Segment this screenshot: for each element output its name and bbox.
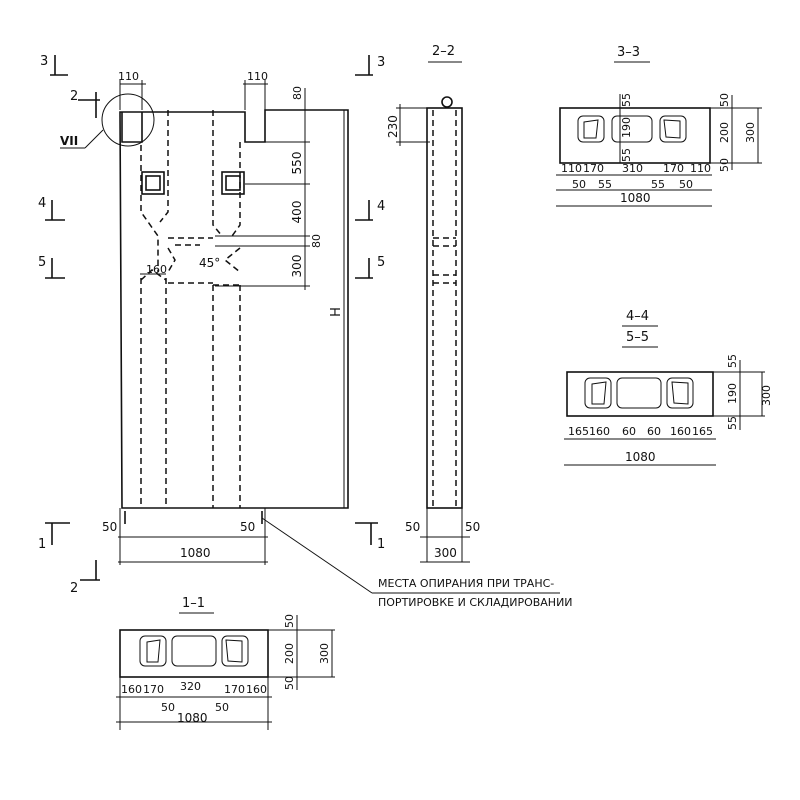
detail-ref-label: VII <box>60 134 78 148</box>
s11-v300: 300 <box>318 643 331 664</box>
s11-v200: 200 <box>283 643 296 664</box>
lifting-loop-side <box>441 96 453 108</box>
detail-circle <box>101 93 155 147</box>
s33-h55-2: 55 <box>651 178 665 191</box>
section-4-4-title: 4–4 <box>626 309 649 324</box>
dim-80-mid: 80 <box>310 234 323 248</box>
cut-marks: 3 3 2 4 4 5 5 1 1 2 <box>38 54 385 596</box>
side-dim-50-right: 50 <box>465 520 480 534</box>
s45-h160-right: 160 <box>670 425 691 438</box>
lifting-loop-right <box>221 171 245 195</box>
s11-v50-bottom: 50 <box>283 676 296 690</box>
dim-80-top: 80 <box>291 86 304 100</box>
s33-h110-left: 110 <box>561 162 582 175</box>
s11-h50-left: 50 <box>161 701 175 714</box>
cut-1-right: 1 <box>377 537 385 552</box>
s33-v200: 200 <box>718 122 731 143</box>
section-3-3: 3–3 55 190 55 50 200 50 300 110 170 310 … <box>556 45 762 207</box>
s33-v50-top: 50 <box>718 93 731 107</box>
s33-h50-1: 50 <box>572 178 586 191</box>
s33-h1080: 1080 <box>620 191 651 205</box>
s11-h320: 320 <box>180 680 201 693</box>
side-dim-50-left: 50 <box>405 520 420 534</box>
front-view: 110 110 80 550 400 80 300 H 45° 160 50 5… <box>60 70 573 609</box>
cut-5-right: 5 <box>377 255 385 270</box>
cut-5-left: 5 <box>38 255 46 270</box>
cut-4-left: 4 <box>38 196 46 211</box>
section-3-3-title: 3–3 <box>617 45 640 60</box>
s33-v300: 300 <box>744 122 757 143</box>
s45-v190: 190 <box>726 383 739 404</box>
section-2-2-title: 2–2 <box>432 44 455 59</box>
section-2-2: 2–2 230 50 50 300 <box>386 44 480 563</box>
section-1-1-title: 1–1 <box>182 596 205 611</box>
s33-h50-2: 50 <box>679 178 693 191</box>
side-dim-300: 300 <box>434 546 457 560</box>
s33-v190: 190 <box>620 117 633 138</box>
s11-v50-top: 50 <box>283 614 296 628</box>
s45-h60-left: 60 <box>622 425 636 438</box>
s11-h1080: 1080 <box>177 711 208 725</box>
cut-2-top: 2 <box>70 89 78 104</box>
s33-h170-left: 170 <box>583 162 604 175</box>
cut-1-left: 1 <box>38 537 46 552</box>
dim-width-1080: 1080 <box>180 546 211 560</box>
s11-h170-left: 170 <box>143 683 164 696</box>
lifting-loop-left <box>141 171 165 195</box>
cut-2-bottom: 2 <box>70 581 78 596</box>
s45-h165-right: 165 <box>692 425 713 438</box>
s45-h160-left: 160 <box>589 425 610 438</box>
dim-bottom-50-left: 50 <box>102 520 117 534</box>
s33-h110-right: 110 <box>690 162 711 175</box>
s45-v55-top: 55 <box>726 354 739 368</box>
s33-h55-1: 55 <box>598 178 612 191</box>
section-4-4-5-5: 4–4 5–5 55 190 55 300 165 160 60 60 160 … <box>564 309 773 466</box>
s45-h1080: 1080 <box>625 450 656 464</box>
cut-3-left: 3 <box>40 54 48 69</box>
cut-3-right: 3 <box>377 55 385 70</box>
s33-v55-bottom: 55 <box>620 148 633 162</box>
s33-v55-top: 55 <box>620 93 633 107</box>
s33-h170-right: 170 <box>663 162 684 175</box>
dim-550: 550 <box>290 152 304 175</box>
s45-h60-right: 60 <box>647 425 661 438</box>
s11-h50-right: 50 <box>215 701 229 714</box>
s11-h160-left: 160 <box>121 683 142 696</box>
angle-label: 45° <box>199 256 220 270</box>
s11-h170-right: 170 <box>224 683 245 696</box>
side-dim-230: 230 <box>386 115 400 138</box>
dim-bottom-50-right: 50 <box>240 520 255 534</box>
s45-v300: 300 <box>760 385 773 406</box>
s33-v50-bottom: 50 <box>718 158 731 172</box>
note-line-2: ПОРТИРОВКЕ И СКЛАДИРОВАНИИ <box>378 596 573 609</box>
s45-v55-bottom: 55 <box>726 416 739 430</box>
section-5-5-title: 5–5 <box>626 330 649 345</box>
dim-top-right-110: 110 <box>247 70 268 83</box>
height-symbol: H <box>329 307 344 317</box>
dim-top-left-110: 110 <box>118 70 139 83</box>
dim-160: 160 <box>146 263 167 276</box>
cut-4-right: 4 <box>377 199 385 214</box>
s11-h160-right: 160 <box>246 683 267 696</box>
s45-h165-left: 165 <box>568 425 589 438</box>
dim-400: 400 <box>290 201 304 224</box>
section-1-1: 1–1 50 200 50 300 160 170 320 170 160 50… <box>116 596 335 730</box>
dim-300: 300 <box>290 255 304 278</box>
s33-h310: 310 <box>622 162 643 175</box>
note-line-1: МЕСТА ОПИРАНИЯ ПРИ ТРАНС- <box>378 577 554 590</box>
